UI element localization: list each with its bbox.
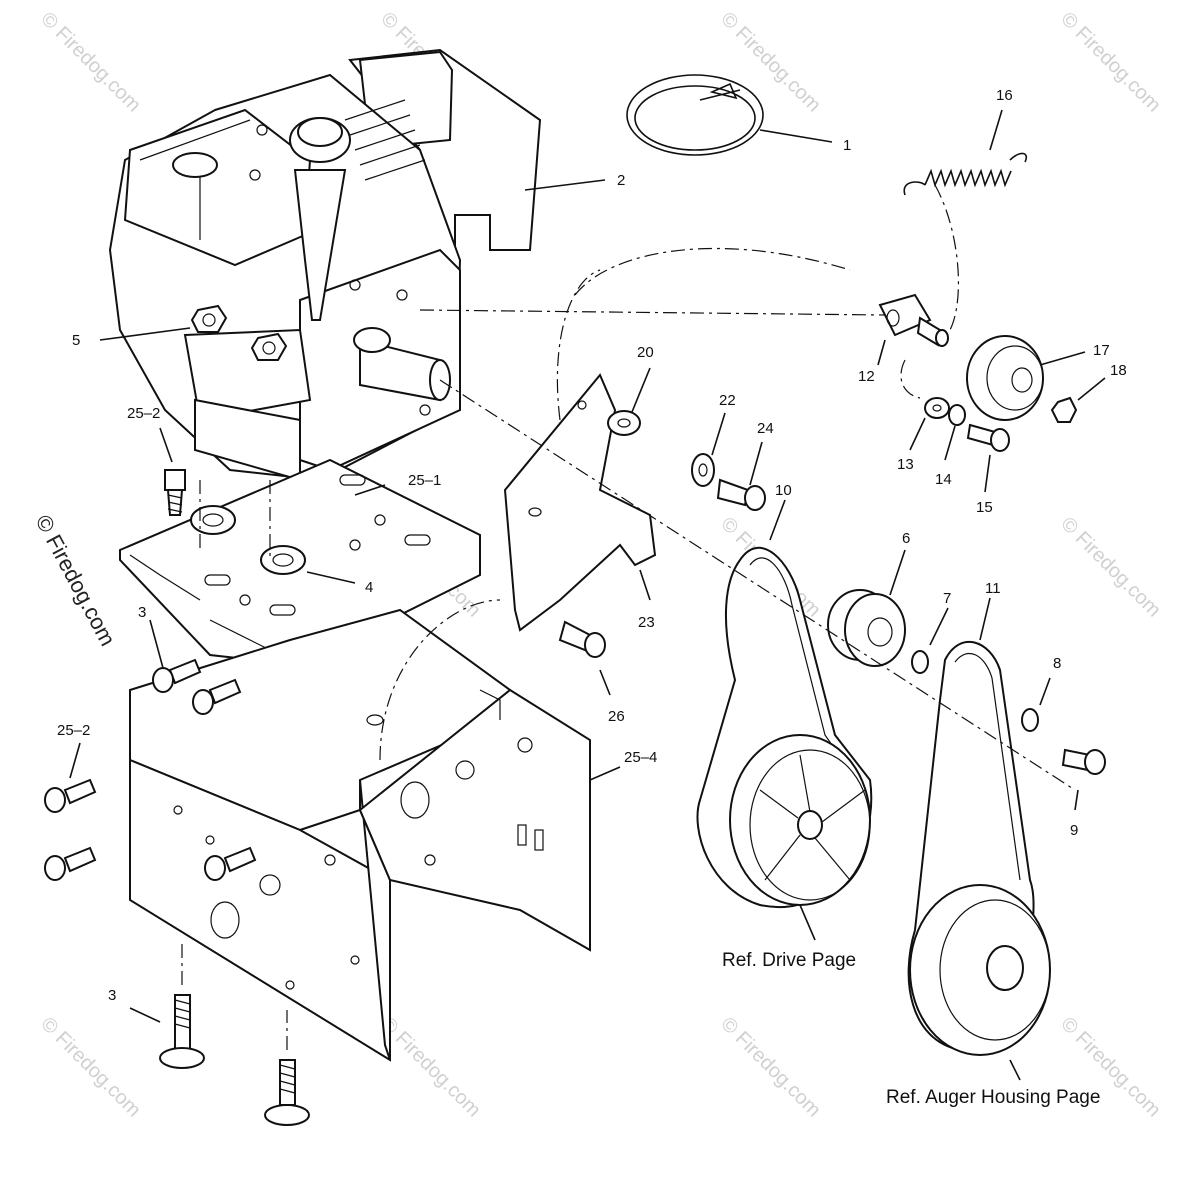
frame-bolts — [44, 658, 257, 881]
callout-8: 8 — [1053, 655, 1061, 672]
callout-15: 15 — [976, 499, 993, 516]
watermark: © Firedog.com — [1056, 8, 1165, 117]
callout-25-4: 25–4 — [624, 749, 657, 766]
callout-18: 18 — [1110, 362, 1127, 379]
drive-pulley — [729, 734, 871, 906]
callout-5: 5 — [72, 332, 80, 349]
callout-3-lower: 3 — [108, 987, 116, 1004]
callout-22: 22 — [719, 392, 736, 409]
callout-17: 17 — [1093, 342, 1110, 359]
part-3-long-bolts — [159, 994, 310, 1126]
callout-25-2-upper: 25–2 — [127, 405, 160, 422]
callout-4: 4 — [365, 579, 373, 596]
watermark: © Firedog.com — [36, 8, 145, 117]
part-15-bolt — [966, 423, 1010, 452]
callout-24: 24 — [757, 420, 774, 437]
leader-lines — [69, 109, 1106, 1081]
part-22-washer — [691, 453, 715, 487]
part-1-cable — [626, 74, 764, 156]
part-20-bracket — [503, 373, 657, 632]
part-25-2-bolt-upper — [164, 469, 186, 516]
callout-16: 16 — [996, 87, 1013, 104]
watermark: © Firedog.com — [716, 1013, 825, 1122]
part-25-4-frame — [129, 608, 591, 1062]
callout-9: 9 — [1070, 822, 1078, 839]
callout-23: 23 — [638, 614, 655, 631]
part-2-engine — [108, 48, 542, 482]
part-7-spacer — [911, 650, 929, 674]
callout-12: 12 — [858, 368, 875, 385]
part-6-engine-pulley — [827, 589, 906, 667]
watermark: © Firedog.com — [1056, 513, 1165, 622]
callout-25-2-lower: 25–2 — [57, 722, 90, 739]
callout-3-upper: 3 — [138, 604, 146, 621]
part-17-idler-pulley — [966, 335, 1044, 421]
ref-drive-page: Ref. Drive Page — [722, 950, 856, 971]
part-16-spring — [903, 152, 1028, 196]
callout-1: 1 — [843, 137, 851, 154]
part-13-washer — [924, 397, 950, 419]
callout-13: 13 — [897, 456, 914, 473]
callout-20: 20 — [637, 344, 654, 361]
watermark: © Firedog.com — [716, 8, 825, 117]
watermark: © Firedog.com — [376, 1013, 485, 1122]
part-26-bolt — [558, 620, 606, 658]
callout-7: 7 — [943, 590, 951, 607]
callout-26: 26 — [608, 708, 625, 725]
part-24-bolt — [716, 478, 766, 511]
phantom-lines — [181, 184, 1076, 1050]
callout-25-1: 25–1 — [408, 472, 441, 489]
callout-6: 6 — [902, 530, 910, 547]
part-12-idler-arm — [878, 293, 949, 347]
part-18-nut — [1050, 396, 1078, 423]
watermark: © Firedog.com — [36, 1013, 145, 1122]
callout-2: 2 — [617, 172, 625, 189]
callout-14: 14 — [935, 471, 952, 488]
part-4-lock-washers — [190, 505, 306, 575]
callout-10: 10 — [775, 482, 792, 499]
part-14-washer — [948, 404, 966, 426]
auger-pulley — [909, 884, 1051, 1056]
ref-auger-housing-page: Ref. Auger Housing Page — [886, 1087, 1100, 1108]
watermark-side: © Firedog.com — [31, 511, 121, 650]
part-8-washer — [1021, 708, 1039, 732]
callouts: 1 2 5 25–2 25–1 4 3 25–2 25–4 3 20 22 24… — [57, 87, 1127, 1004]
part-9-bolt — [1061, 748, 1106, 775]
callout-11: 11 — [985, 580, 1001, 597]
